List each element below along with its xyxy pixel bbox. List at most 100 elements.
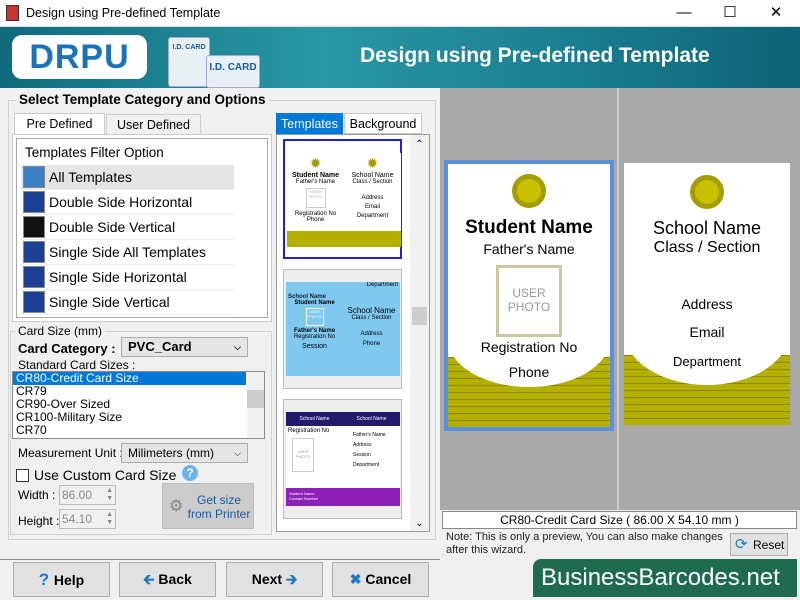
back-label: Back <box>158 571 192 587</box>
filter-double-side-vertical[interactable]: Double Side Vertical <box>21 215 234 240</box>
phone: Phone <box>508 364 550 380</box>
thumb-front: ✹ Student Name Father's Name USER PHOTO … <box>287 153 344 247</box>
minimize-button[interactable]: — <box>676 4 692 21</box>
custom-size-checkbox[interactable] <box>16 469 29 482</box>
filter-single-side-all[interactable]: Single Side All Templates <box>21 240 234 265</box>
scroll-down-icon[interactable]: ⌄ <box>415 518 424 529</box>
thumb-front: School Name Student Name USER PHOTO Fath… <box>286 282 343 376</box>
height-input[interactable]: 54.10▲▼ <box>59 509 116 529</box>
id-card-vertical-icon <box>23 291 45 313</box>
cancel-button[interactable]: ✖ Cancel <box>332 562 429 597</box>
help-button[interactable]: ? Help <box>13 562 110 597</box>
filter-single-side-horizontal[interactable]: Single Side Horizontal <box>21 265 234 290</box>
tab-user-defined[interactable]: User Defined <box>106 114 201 135</box>
id-card-image: I.D. CARD <box>168 37 210 87</box>
scroll-thumb[interactable] <box>247 390 264 408</box>
spinner-icon[interactable]: ▲▼ <box>106 487 113 502</box>
thumb-front: School Name Registration No USER PHOTO S… <box>286 412 343 506</box>
spinner-icon[interactable]: ▲▼ <box>106 511 113 526</box>
template-gallery: ✹ Student Name Father's Name USER PHOTO … <box>276 134 430 532</box>
size-option[interactable]: CR79 <box>16 384 47 398</box>
front-card-preview: Student Name Father's Name USER PHOTO Re… <box>444 160 614 431</box>
get-size-from-printer-button[interactable]: ⚙Get size from Printer <box>162 483 254 529</box>
department: Department <box>673 354 741 369</box>
size-option[interactable]: CR90-Over Sized <box>16 397 111 411</box>
template-thumbnail-selected[interactable]: ✹ Student Name Father's Name USER PHOTO … <box>283 139 402 259</box>
filter-all-templates[interactable]: All Templates <box>21 165 234 190</box>
thumb-text: Registration No <box>288 428 330 434</box>
student-name: Student Name <box>465 217 593 238</box>
thumb-text: Registration No <box>293 334 336 340</box>
filter-label: Double Side Vertical <box>49 219 176 235</box>
thumb-text: Address <box>360 331 383 337</box>
maximize-button[interactable]: ☐ <box>723 4 737 21</box>
width-label: Width : <box>18 488 56 502</box>
id-card-image: I.D. CARD <box>206 55 260 88</box>
school-name: School Name <box>652 218 762 238</box>
help-icon[interactable]: ? <box>182 465 198 481</box>
filter-label: All Templates <box>49 169 133 185</box>
size-option-selected[interactable]: CR80-Credit Card Size <box>13 372 246 385</box>
banner-title: Design using Pre-defined Template <box>360 44 710 67</box>
thumb-text: Email <box>364 204 380 210</box>
template-thumbnail[interactable]: School Name Student Name USER PHOTO Fath… <box>283 269 402 389</box>
x-icon: ✖ <box>349 571 366 587</box>
tab-pre-defined[interactable]: Pre Defined <box>14 113 105 134</box>
size-option[interactable]: CR100-Military Size <box>16 410 123 424</box>
scroll-thumb[interactable] <box>412 307 427 325</box>
printer-button-label: Get size from Printer <box>187 493 251 521</box>
thumb-text: Father's Name <box>353 432 386 438</box>
refresh-icon: ⟳ <box>735 536 748 553</box>
thumb-text: School Name <box>286 412 343 426</box>
filter-label: Double Side Horizontal <box>49 194 193 210</box>
tab-background[interactable]: Background <box>344 113 422 134</box>
template-thumbnail[interactable]: School Name Registration No USER PHOTO S… <box>283 399 402 519</box>
filter-label: Single Side Vertical <box>49 294 170 310</box>
thumb-photo: USER PHOTO <box>305 188 326 208</box>
reset-button[interactable]: ⟳Reset <box>730 533 788 556</box>
back-button[interactable]: 🡰 Back <box>119 562 216 597</box>
card-category-label: Card Category : <box>18 341 116 356</box>
gallery-scrollbar[interactable]: ⌃ ⌄ <box>410 135 429 531</box>
filter-double-side-horizontal[interactable]: Double Side Horizontal <box>21 190 234 215</box>
sizes-scrollbar[interactable] <box>247 372 264 438</box>
measurement-unit-select[interactable]: Milimeters (mm)⌵ <box>121 443 248 463</box>
email: Email <box>689 324 725 340</box>
thumb-text: Phone <box>306 217 325 223</box>
tab-templates[interactable]: Templates <box>276 113 343 134</box>
id-card-vertical-icon <box>23 216 45 238</box>
wheel-logo-icon <box>690 175 724 209</box>
registration-no: Registration No <box>480 339 578 355</box>
scroll-up-icon[interactable]: ⌃ <box>415 139 424 150</box>
standard-sizes-list[interactable]: CR80-Credit Card Size CR79 CR90-Over Siz… <box>12 371 265 439</box>
address: Address <box>681 296 733 312</box>
thumb-text: Phone <box>362 341 381 347</box>
next-label: Next <box>251 571 283 587</box>
standard-sizes-label: Standard Card Sizes : <box>18 358 136 372</box>
card-size-title: Card Size (mm) <box>15 324 106 338</box>
id-card-horizontal-icon <box>23 191 45 213</box>
custom-size-label: Use Custom Card Size <box>34 467 177 483</box>
next-button[interactable]: Next 🡲 <box>226 562 323 597</box>
fathers-name: Father's Name <box>483 241 575 257</box>
chevron-down-icon: ⌵ <box>234 342 241 352</box>
size-option[interactable]: CR70 <box>16 423 47 437</box>
card-arc <box>624 295 790 385</box>
width-input[interactable]: 86.00▲▼ <box>59 485 116 505</box>
help-label: Help <box>53 572 85 588</box>
thumb-photo: USER PHOTO <box>292 438 314 472</box>
wheel-logo-icon <box>512 174 546 208</box>
filter-single-side-vertical[interactable]: Single Side Vertical <box>21 290 234 315</box>
header-banner: DRPU I.D. CARD I.D. CARD Design using Pr… <box>0 27 800 88</box>
filter-header: Templates Filter Option <box>25 145 164 160</box>
wheel-logo-icon: ✹ <box>309 155 322 171</box>
card-category-select[interactable]: PVC_Card ⌵ <box>121 337 248 357</box>
close-button[interactable]: ✕ <box>769 4 783 21</box>
card-size-group <box>10 331 272 535</box>
id-card-horizontal-icon <box>23 266 45 288</box>
card-category-value: PVC_Card <box>128 339 192 354</box>
businessbarcodes-banner: BusinessBarcodes.net <box>533 559 797 597</box>
thumb-text: Student Name <box>291 172 340 179</box>
thumb-photo: USER PHOTO <box>305 308 324 326</box>
